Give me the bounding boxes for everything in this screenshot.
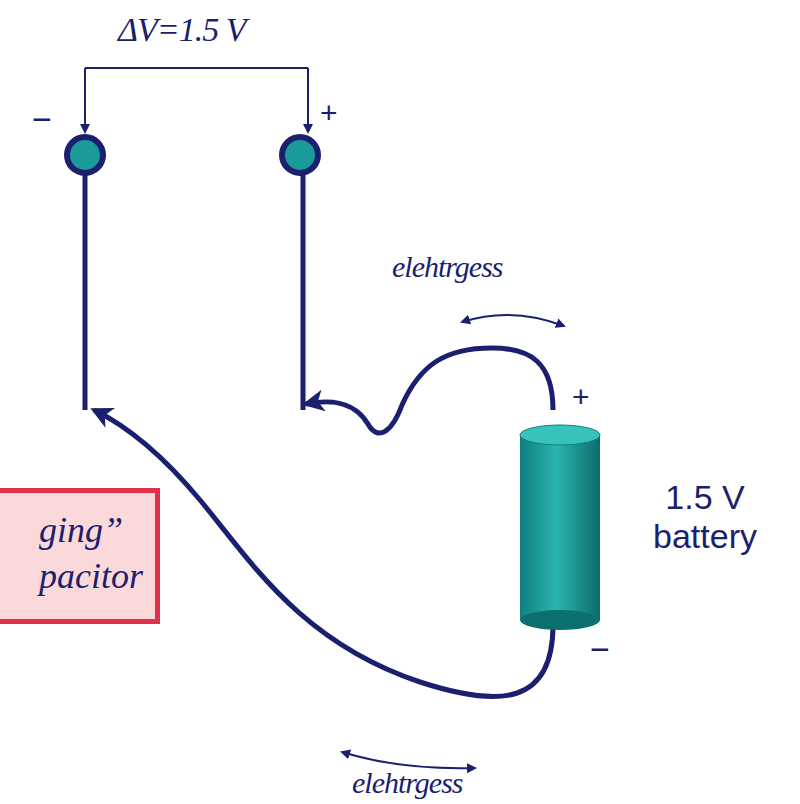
voltage-bracket <box>85 68 308 132</box>
flow-arrow <box>342 752 475 768</box>
positive-terminal <box>282 137 318 173</box>
battery-label: 1.5 V battery <box>615 478 795 556</box>
positive-wire <box>306 348 553 433</box>
polarity-sign: + <box>572 380 590 415</box>
negative-wire <box>94 410 553 697</box>
negative-terminal <box>67 137 103 173</box>
polarity-sign: − <box>590 630 610 669</box>
flow-label: elehtrgess <box>392 250 503 285</box>
terminal-leads <box>85 172 303 410</box>
battery <box>520 425 600 630</box>
caption-box: ging” pacitor <box>0 488 160 624</box>
box-text: ging” pacitor <box>39 507 143 599</box>
flow-arrow <box>462 315 564 326</box>
voltage-label: ΔV=1.5 V <box>118 10 245 49</box>
polarity-sign: + <box>320 96 338 131</box>
flow-label: elehtrgess <box>352 766 463 801</box>
polarity-sign: − <box>32 100 52 139</box>
